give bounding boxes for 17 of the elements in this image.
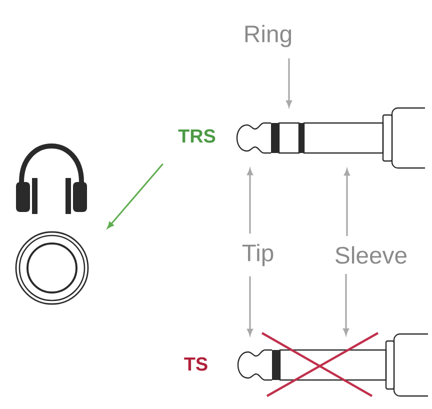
plug-type-label: TS — [184, 357, 208, 371]
plug-type-label: TRS — [178, 129, 216, 143]
arrow — [343, 274, 349, 336]
part-label: Sleeve — [336, 246, 406, 264]
plug-tip — [236, 122, 271, 154]
arrow — [107, 163, 164, 228]
jack-socket — [15, 231, 89, 305]
plug-ring — [278, 122, 300, 154]
arrow — [247, 168, 253, 234]
arrow — [344, 169, 350, 236]
plug-tip — [237, 349, 272, 381]
part-label: Ring — [245, 24, 292, 48]
plug-sleeve — [279, 349, 387, 381]
plug-sleeve — [303, 122, 384, 154]
arrow — [286, 58, 292, 108]
arrow — [247, 276, 253, 336]
part-label: Tip — [242, 244, 274, 266]
